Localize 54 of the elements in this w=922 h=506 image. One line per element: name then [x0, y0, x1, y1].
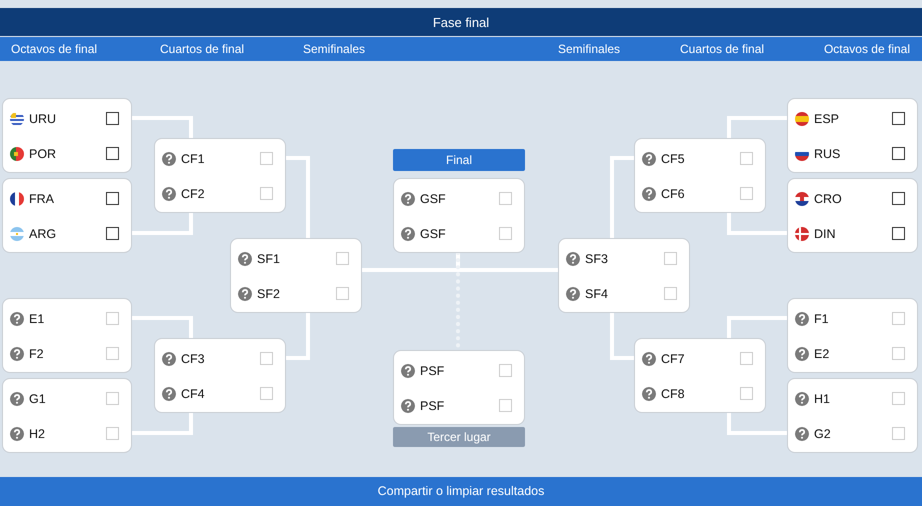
bracket-line	[286, 156, 310, 238]
team-name: DIN	[814, 227, 836, 241]
bracket-line	[727, 116, 787, 138]
bracket-line	[132, 116, 193, 138]
team-name: URU	[29, 112, 56, 126]
share-button: Compartir o limpiar resultados	[0, 477, 922, 506]
team-name: G1	[29, 392, 46, 406]
team-name: H2	[29, 427, 45, 441]
team-name: PSF	[420, 364, 444, 378]
bracket-line	[132, 213, 193, 235]
title: Fase final	[432, 15, 490, 30]
team-name: ARG	[29, 227, 56, 241]
team-name: CF7	[661, 352, 685, 366]
team-name: CF3	[181, 352, 205, 366]
team-name: FRA	[29, 192, 54, 206]
team-name: PSF	[420, 399, 444, 413]
bracket-line	[286, 313, 310, 360]
round-heading: Semifinales	[303, 42, 366, 56]
team-name: H1	[814, 392, 830, 406]
bracket-line	[727, 413, 787, 435]
team-name: CF2	[181, 187, 205, 201]
team-name: GSF	[420, 192, 446, 206]
team-name: SF4	[585, 287, 608, 301]
team-name: CF5	[661, 152, 685, 166]
team-name: RUS	[814, 147, 840, 161]
round-tab: Final	[393, 149, 525, 171]
team-name: CF6	[661, 187, 685, 201]
round-heading: Semifinales	[558, 42, 620, 56]
team-name: CRO	[814, 192, 842, 206]
team-name: E2	[814, 347, 830, 361]
team-name: SF1	[257, 252, 280, 266]
round-heading: Cuartos de final	[680, 42, 764, 56]
team-name: ESP	[814, 112, 840, 126]
team-name: CF1	[181, 152, 205, 166]
round-heading: Octavos de final	[11, 42, 98, 56]
bracket-line	[727, 213, 787, 235]
team-name: POR	[29, 147, 56, 161]
team-name: G2	[814, 427, 831, 441]
bracket-line	[132, 316, 193, 338]
team-name: E1	[29, 312, 44, 326]
team-name: SF3	[585, 252, 608, 266]
round-tab: Tercer lugar	[393, 427, 525, 447]
team-name: F1	[814, 312, 829, 326]
team-name: CF4	[181, 387, 205, 401]
team-name: GSF	[420, 227, 446, 241]
bracket-line	[610, 156, 634, 238]
team-name: SF2	[257, 287, 280, 301]
bracket-line	[610, 313, 634, 360]
team-name: F2	[29, 347, 44, 361]
bracket-line	[132, 413, 193, 435]
team-name: CF8	[661, 387, 685, 401]
round-heading: Cuartos de final	[160, 42, 244, 56]
bracket-line	[727, 316, 787, 338]
round-heading: Octavos de final	[824, 42, 910, 56]
